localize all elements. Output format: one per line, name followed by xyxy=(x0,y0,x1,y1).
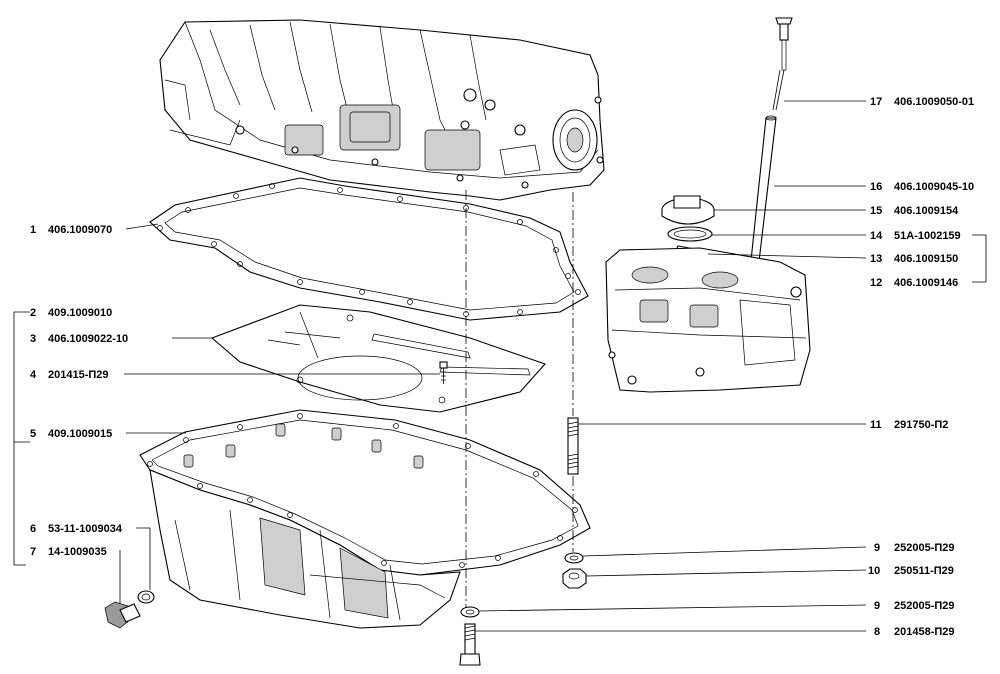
dipstick-part xyxy=(772,17,793,111)
callout-num-8: 8 xyxy=(874,626,880,638)
callout-code-8: 201458-П29 xyxy=(894,626,955,638)
callout-num-4: 4 xyxy=(30,369,37,381)
callout-code-9a: 252005-П29 xyxy=(894,542,955,554)
gasket-part xyxy=(149,177,589,321)
callout-num-14: 14 xyxy=(870,230,883,242)
callout-num-10: 10 xyxy=(868,565,880,577)
callout-code-13: 406.1009150 xyxy=(894,253,958,265)
callout-num-7: 7 xyxy=(30,546,36,558)
leader-lines xyxy=(13,100,987,632)
callout-num-6: 6 xyxy=(30,523,36,535)
callout-code-9b: 252005-П29 xyxy=(894,600,955,612)
valve-cover-part xyxy=(605,247,811,393)
callout-code-15: 406.1009154 xyxy=(894,205,959,217)
callout-code-17: 406.1009050-01 xyxy=(894,96,974,108)
drain-washer-part xyxy=(137,590,155,604)
callout-code-1: 406.1009070 xyxy=(48,224,112,236)
baffle-plate-part xyxy=(210,304,546,413)
callout-code-3: 406.1009022-10 xyxy=(48,333,128,345)
callout-code-2: 409.1009010 xyxy=(48,307,112,319)
filler-cap-part xyxy=(661,195,715,225)
callout-num-12: 12 xyxy=(870,277,882,289)
callout-code-5: 409.1009015 xyxy=(48,428,112,440)
stud-part xyxy=(567,417,579,475)
callout-num-5: 5 xyxy=(30,428,36,440)
dipstick-tube-part xyxy=(749,115,777,271)
callout-num-15: 15 xyxy=(870,205,882,217)
callout-code-14: 51А-1002159 xyxy=(894,230,961,242)
bolt-small-part xyxy=(439,361,448,384)
drain-plug-part xyxy=(104,601,141,629)
oil-pan-part xyxy=(139,409,591,629)
nut-part xyxy=(562,568,587,589)
callout-code-16: 406.1009045-10 xyxy=(894,181,974,193)
assembly-axes xyxy=(465,190,574,608)
callout-code-10: 250511-П29 xyxy=(894,565,954,577)
callout-num-9a: 9 xyxy=(874,542,880,554)
callout-num-9b: 9 xyxy=(874,600,880,612)
callout-num-13: 13 xyxy=(870,253,882,265)
callout-code-4: 201415-П29 xyxy=(48,369,109,381)
callout-labels: 1 406.1009070 2 409.1009010 3 406.100902… xyxy=(30,96,974,638)
bolt-part xyxy=(459,623,481,666)
callout-code-6: 53-11-1009034 xyxy=(48,523,123,535)
callout-num-17: 17 xyxy=(870,96,882,108)
callout-num-2: 2 xyxy=(30,307,36,319)
washer-lower-part xyxy=(460,606,480,618)
callout-code-11: 291750-П2 xyxy=(894,419,948,431)
callout-code-7: 14-1009035 xyxy=(48,546,107,558)
callout-num-1: 1 xyxy=(30,224,36,236)
callout-num-11: 11 xyxy=(870,419,882,431)
seal-ring-part xyxy=(667,226,713,242)
callout-code-12: 406.1009146 xyxy=(894,277,958,289)
callout-num-16: 16 xyxy=(870,181,882,193)
washer-upper-part xyxy=(564,552,584,564)
engine-block-part xyxy=(159,19,605,201)
callout-num-3: 3 xyxy=(30,333,36,345)
